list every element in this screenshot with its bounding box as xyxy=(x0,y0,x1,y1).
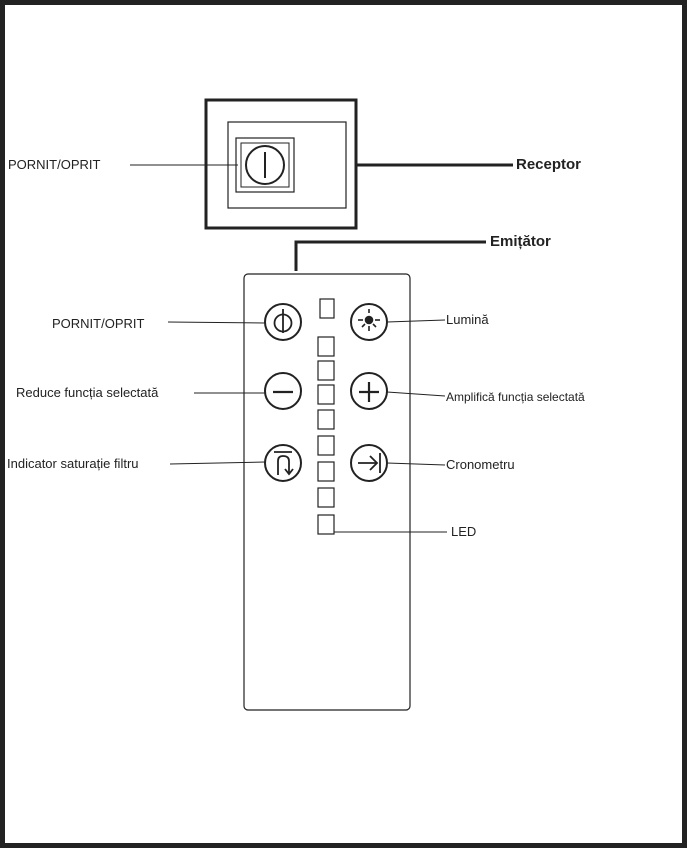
decrease-button[interactable] xyxy=(264,372,302,410)
filter-label: Indicator saturație filtru xyxy=(7,456,139,471)
led-indicator xyxy=(317,435,335,456)
plus-icon xyxy=(359,382,379,402)
emitter-title-leader xyxy=(294,240,486,271)
filter-button[interactable] xyxy=(264,444,302,482)
light-label: Lumină xyxy=(446,312,489,327)
emitter-title: Emițător xyxy=(490,233,551,250)
filter-icon xyxy=(274,451,294,476)
decrease-label: Reduce funcția selectată xyxy=(16,385,159,400)
timer-leader xyxy=(386,462,446,466)
receiver-switch-label: PORNIT/OPRIT xyxy=(8,157,101,172)
receiver-title: Receptor xyxy=(516,156,582,173)
light-leader xyxy=(386,319,446,323)
filter-leader xyxy=(169,461,266,465)
led-indicator xyxy=(317,360,335,381)
led-indicator xyxy=(317,461,335,482)
increase-button[interactable] xyxy=(350,372,388,410)
led-label: LED xyxy=(451,524,477,539)
led-indicator xyxy=(319,298,335,319)
led-indicator xyxy=(317,336,335,357)
receiver-unit xyxy=(204,98,358,230)
timer-button[interactable] xyxy=(350,444,388,482)
increase-leader xyxy=(386,391,446,397)
emitter-leaders xyxy=(167,319,447,533)
power-button[interactable] xyxy=(264,303,302,341)
power-label: PORNIT/OPRIT xyxy=(52,316,145,331)
led-indicator xyxy=(317,409,335,430)
power-icon xyxy=(273,309,293,333)
light-button[interactable] xyxy=(350,303,388,341)
led-indicator xyxy=(317,384,335,405)
led-column xyxy=(317,298,335,535)
timer-icon xyxy=(358,453,381,473)
light-icon xyxy=(358,309,380,331)
power-leader xyxy=(167,321,266,324)
led-indicator xyxy=(317,514,335,535)
timer-label: Cronometru xyxy=(446,457,515,472)
receiver-switch[interactable] xyxy=(235,137,295,193)
led-indicator xyxy=(317,487,335,508)
increase-label: Amplifică funcția selectată xyxy=(446,390,585,404)
